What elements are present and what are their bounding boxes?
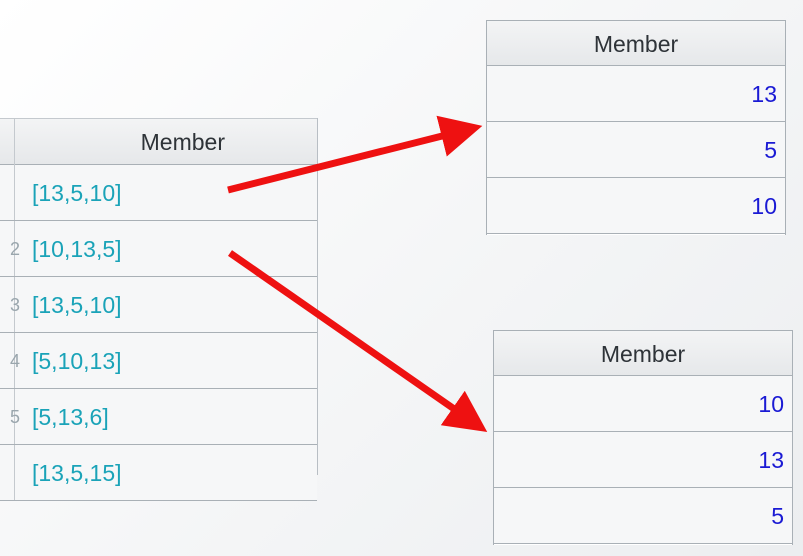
table-row[interactable]: 13	[487, 66, 785, 122]
cell-value: [5,13,6]	[32, 404, 109, 430]
expanded-member-grid-bottom: Member 10 13 5	[493, 330, 793, 545]
gutter-separator	[14, 119, 15, 166]
row-number: 2	[0, 221, 20, 276]
table-row[interactable]: 13	[494, 432, 792, 488]
cell-value: [13,5,10]	[32, 292, 122, 318]
column-header-member[interactable]: Member	[0, 118, 317, 166]
table-row[interactable]: 5 [5,13,6]	[0, 389, 317, 445]
column-header-member[interactable]: Member	[487, 20, 785, 66]
table-row[interactable]: 10	[494, 376, 792, 432]
table-row[interactable]: 5	[487, 122, 785, 178]
cell-value: [13,5,15]	[32, 460, 122, 486]
row-number	[0, 445, 15, 500]
table-row[interactable]: 3 [13,5,10]	[0, 277, 317, 333]
row-number	[0, 165, 15, 220]
row-number: 3	[0, 277, 20, 332]
table-row[interactable]: 2 [10,13,5]	[0, 221, 317, 277]
row-number: 5	[0, 389, 20, 444]
column-header-label: Member	[140, 129, 225, 155]
source-member-grid: Member [13,5,10] 2 [10,13,5] 3 [13,5,10]…	[0, 118, 318, 501]
cell-value: [10,13,5]	[32, 236, 122, 262]
expanded-member-grid-top: Member 13 5 10	[486, 20, 786, 235]
cell-value: [13,5,10]	[32, 180, 122, 206]
column-header-member[interactable]: Member	[494, 330, 792, 376]
table-row[interactable]: [13,5,15]	[0, 445, 317, 501]
table-row[interactable]: 5	[494, 488, 792, 544]
table-row[interactable]: 4 [5,10,13]	[0, 333, 317, 389]
row-number: 4	[0, 333, 20, 388]
table-row[interactable]: 10	[487, 178, 785, 234]
table-row[interactable]: [13,5,10]	[0, 165, 317, 221]
cell-value: [5,10,13]	[32, 348, 122, 374]
